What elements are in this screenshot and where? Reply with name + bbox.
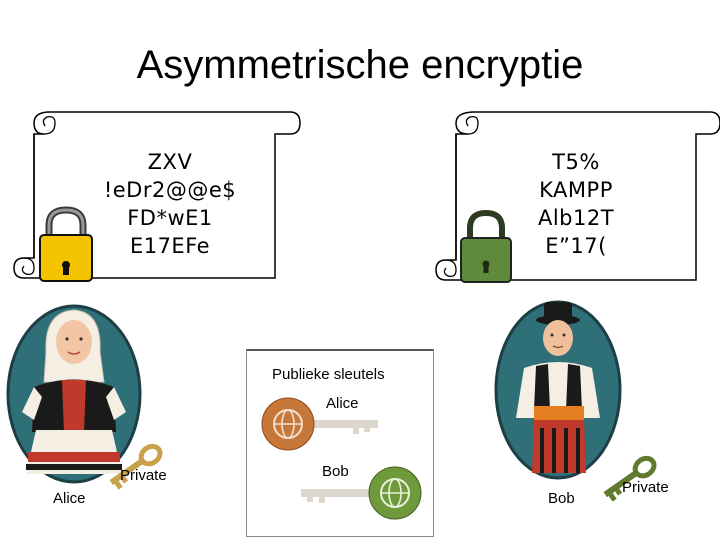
ciphertext-line: E”17(: [545, 234, 607, 258]
key-icon: [603, 455, 657, 502]
alice-portrait: [6, 304, 142, 484]
ciphertext-line: KAMPP: [539, 178, 613, 202]
ciphertext-line: ZXV: [147, 150, 193, 174]
right-ciphertext: T5% KAMPP Alb12T E”17(: [476, 148, 676, 260]
alice-name-label: Alice: [53, 490, 86, 507]
key-icon: [261, 397, 378, 451]
bob-name-label: Bob: [548, 490, 575, 507]
bob-private-key-label: Private: [622, 479, 669, 496]
public-key-alice-label: Alice: [326, 395, 359, 412]
padlock-icon: [39, 206, 93, 282]
ciphertext-line: FD*wE1: [127, 206, 213, 230]
ciphertext-line: E17EFe: [129, 234, 211, 258]
public-key-bob-label: Bob: [322, 463, 349, 480]
alice-private-key-label: Private: [120, 467, 167, 484]
ciphertext-line: Alb12T: [537, 206, 615, 230]
ciphertext-line: T5%: [552, 150, 600, 174]
padlock-icon: [460, 209, 512, 283]
page-title: Asymmetrische encryptie: [136, 43, 584, 87]
left-ciphertext: ZXV !eDr2@@e$ FD*wE1 E17EFe: [70, 148, 270, 260]
key-icon: [109, 443, 163, 490]
public-keys-heading: Publieke sleutels: [272, 366, 385, 383]
key-icon: [301, 466, 422, 520]
ciphertext-line: !eDr2@@e$: [103, 178, 237, 202]
bob-portrait: [494, 300, 622, 480]
